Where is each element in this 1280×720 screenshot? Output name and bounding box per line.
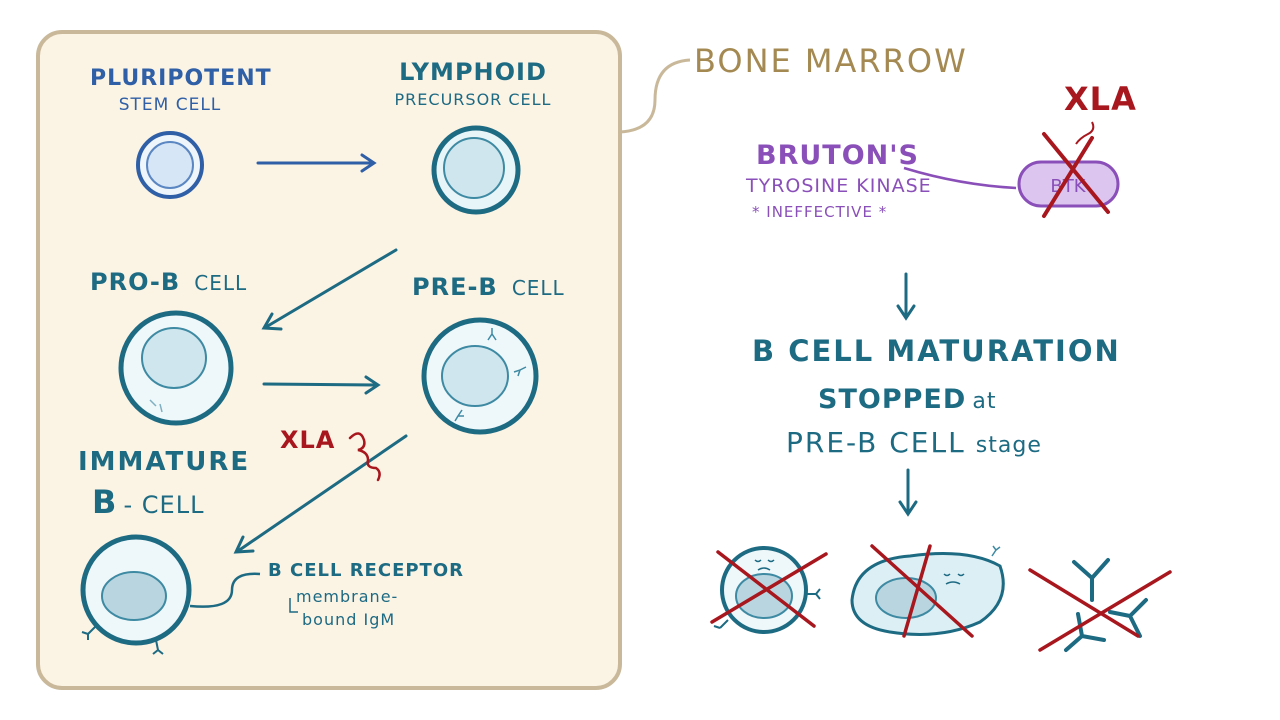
arrow-lymphoid-to-pro-b xyxy=(261,248,398,331)
crossed-immature-b-cell-icon xyxy=(710,546,828,634)
arrow-btk-to-maturation xyxy=(896,272,916,321)
receptor-line1: membrane- xyxy=(296,587,399,606)
maturation-line1: B CELL MATURATION xyxy=(752,334,1121,368)
b-cell-receptor-label: B CELL RECEPTOR membrane- bound IgM xyxy=(268,560,464,629)
lymphoid-label: LYMPHOID PRECURSOR CELL xyxy=(378,58,568,109)
immature-line2b: - CELL xyxy=(123,491,205,519)
pre-b-suffix: CELL xyxy=(511,276,565,300)
btk-status: * INEFFECTIVE * xyxy=(752,203,888,221)
crossed-plasma-cell-icon xyxy=(850,544,1005,638)
arrow-pre-b-to-immature xyxy=(233,434,408,554)
pluripotent-stem-cell-icon xyxy=(136,131,204,199)
pro-b-main: PRO-B xyxy=(90,268,181,296)
btk-name-label: BRUTON'S TYROSINE KINASE * INEFFECTIVE * xyxy=(746,140,932,221)
pro-b-label: PRO-B CELL xyxy=(90,268,247,296)
maturation-stopped: STOPPED xyxy=(818,384,967,415)
maturation-pre-b: PRE-B CELL xyxy=(786,426,966,459)
bone-marrow-connector xyxy=(619,58,691,134)
pre-b-cell-icon xyxy=(421,317,539,435)
maturation-line2: STOPPED at xyxy=(818,384,996,415)
receptor-pointer-line xyxy=(189,572,261,608)
receptor-bracket xyxy=(289,598,298,613)
lymphoid-line1: LYMPHOID xyxy=(399,58,547,86)
immature-label: IMMATURE B - CELL xyxy=(78,447,250,521)
pre-b-label: PRE-B CELL xyxy=(412,273,565,301)
btk-name-line1: BRUTON'S xyxy=(756,140,919,171)
immature-line2a: B xyxy=(92,483,118,521)
xla-block-squiggle xyxy=(348,432,381,482)
btk-cross-icon xyxy=(1042,132,1110,218)
pluripotent-line1: PLURIPOTENT xyxy=(90,66,272,91)
pro-b-cell-icon xyxy=(118,310,234,426)
btk-name-line2: TYROSINE KINASE xyxy=(746,175,932,197)
arrow-pro-b-to-pre-b xyxy=(262,375,381,395)
xla-pointer-squiggle xyxy=(1075,121,1095,145)
immature-line1: IMMATURE xyxy=(78,447,251,477)
lymphoid-line2: PRECURSOR CELL xyxy=(394,90,552,109)
pro-b-suffix: CELL xyxy=(194,271,248,295)
maturation-line3: PRE-B CELL stage xyxy=(786,426,1042,459)
xla-block-label: XLA xyxy=(280,426,336,454)
pluripotent-line2: STEM CELL xyxy=(118,95,222,115)
bone-marrow-title: BONE MARROW xyxy=(694,42,968,80)
immature-line2: B - CELL xyxy=(78,483,250,521)
crossed-antibodies-icon xyxy=(1028,558,1172,652)
maturation-stage: stage xyxy=(975,433,1042,458)
maturation-at: at xyxy=(972,389,997,414)
receptor-title: B CELL RECEPTOR xyxy=(268,560,464,581)
arrow-maturation-to-outcomes xyxy=(898,468,918,517)
pluripotent-label: PLURIPOTENT STEM CELL xyxy=(90,66,272,115)
btk-connector-line xyxy=(903,166,1017,190)
lymphoid-precursor-cell-icon xyxy=(431,125,521,215)
receptor-line2: bound IgM xyxy=(302,610,396,629)
pre-b-main: PRE-B xyxy=(412,273,498,301)
immature-b-cell-icon xyxy=(80,534,192,655)
arrow-stem-to-lymphoid xyxy=(256,153,377,173)
xla-disease-label: XLA xyxy=(1064,80,1137,118)
